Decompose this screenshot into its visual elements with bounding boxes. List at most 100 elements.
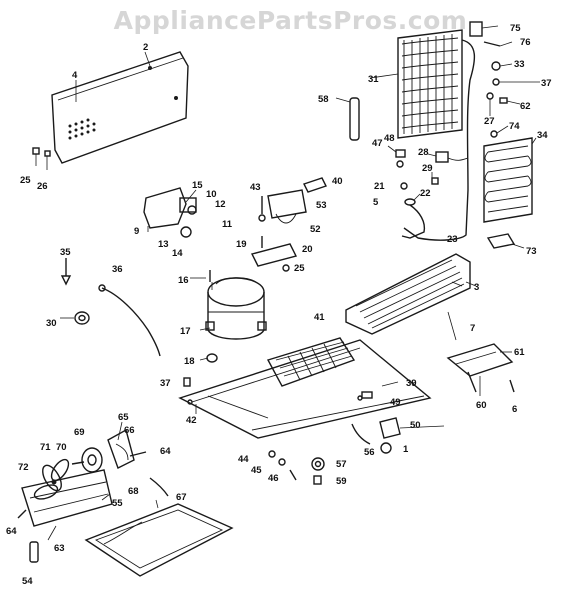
back-cover-panel xyxy=(51,51,189,164)
callout-61: 61 xyxy=(514,347,525,358)
grommet-30 xyxy=(74,311,90,325)
callout-12: 12 xyxy=(215,199,226,210)
callout-37-lower: 37 xyxy=(160,378,171,389)
callout-22: 22 xyxy=(420,188,431,199)
clip-54 xyxy=(29,541,39,563)
clip-27 xyxy=(486,92,494,116)
callout-37-upper: 37 xyxy=(541,78,552,89)
callout-57: 57 xyxy=(336,459,347,470)
bracket-20-25 xyxy=(250,243,298,272)
drain-pan xyxy=(84,503,234,577)
grommet-18 xyxy=(206,353,218,363)
callout-31: 31 xyxy=(368,74,379,85)
part-47-48 xyxy=(387,145,406,168)
callout-1: 1 xyxy=(403,444,409,455)
callout-66: 66 xyxy=(124,425,135,436)
callout-29: 29 xyxy=(422,163,433,174)
callout-36: 36 xyxy=(112,264,123,275)
callout-72: 72 xyxy=(18,462,29,473)
compressor xyxy=(205,277,267,340)
callout-69: 69 xyxy=(74,427,85,438)
callout-35: 35 xyxy=(60,247,71,258)
clip-62 xyxy=(499,97,521,105)
screw-76 xyxy=(483,41,513,47)
callout-56: 56 xyxy=(364,447,375,458)
callout-67: 67 xyxy=(176,492,187,503)
drain-heater-21-22 xyxy=(400,182,426,239)
defrost-heater-coil xyxy=(483,137,533,223)
callout-46: 46 xyxy=(268,473,279,484)
roller-1 xyxy=(380,442,392,454)
part-29 xyxy=(431,172,439,185)
callout-47: 47 xyxy=(372,138,383,149)
callout-10: 10 xyxy=(206,189,217,200)
callout-43: 43 xyxy=(250,182,261,193)
leveling-leg-50 xyxy=(379,417,401,439)
callout-33: 33 xyxy=(514,59,525,70)
part-56 xyxy=(351,423,371,445)
screw-37-lower xyxy=(183,377,191,387)
callout-13: 13 xyxy=(158,239,169,250)
screw-26 xyxy=(44,150,51,170)
callout-74: 74 xyxy=(509,121,520,132)
callout-25-upper: 25 xyxy=(20,175,31,186)
callout-73: 73 xyxy=(526,246,537,257)
grommet-33 xyxy=(491,61,513,71)
callout-63: 63 xyxy=(54,543,65,554)
bracket-40 xyxy=(303,177,327,193)
callout-40: 40 xyxy=(332,176,343,187)
callout-64-lower: 64 xyxy=(6,526,17,537)
callout-30: 30 xyxy=(46,318,57,329)
screw-45 xyxy=(278,458,286,466)
callout-19: 19 xyxy=(236,239,247,250)
screw-44 xyxy=(268,450,276,458)
callout-2: 2 xyxy=(143,42,148,53)
evaporator-coil xyxy=(397,29,476,241)
screw-59 xyxy=(313,475,322,485)
base-frame xyxy=(178,339,432,439)
callout-64-upper: 64 xyxy=(160,446,171,457)
caster-57 xyxy=(311,457,325,471)
screw-46 xyxy=(289,469,297,481)
screw-16 xyxy=(190,270,211,282)
callout-27: 27 xyxy=(484,116,495,127)
callout-15: 15 xyxy=(192,180,203,191)
motor-bracket-65-66 xyxy=(107,428,135,469)
callout-52: 52 xyxy=(310,224,321,235)
callout-41: 41 xyxy=(314,312,325,323)
callout-75: 75 xyxy=(510,23,521,34)
callout-42: 42 xyxy=(186,415,197,426)
callout-6: 6 xyxy=(512,404,517,415)
screw-6 xyxy=(509,379,515,393)
callout-39: 39 xyxy=(406,378,417,389)
callout-71: 71 xyxy=(40,442,51,453)
callout-25-lower: 25 xyxy=(294,263,305,274)
callout-34: 34 xyxy=(537,130,548,141)
condenser-coil xyxy=(266,337,356,387)
toe-grille-bracket xyxy=(446,343,514,393)
part-75-bracket xyxy=(469,21,499,37)
callout-18: 18 xyxy=(184,356,195,367)
callout-49: 49 xyxy=(390,397,401,408)
callout-65: 65 xyxy=(118,412,129,423)
callout-4: 4 xyxy=(72,70,78,81)
callout-labels: 2 4 25 26 75 76 33 37 31 62 27 74 34 58 … xyxy=(6,23,552,587)
evaporator-pan xyxy=(345,253,471,335)
watermark-text: AppliancePartsPros.com xyxy=(113,6,468,35)
screw-25-upper xyxy=(32,147,40,166)
callout-17: 17 xyxy=(180,326,191,337)
drain-tube-58 xyxy=(335,97,360,141)
callout-16: 16 xyxy=(178,275,189,286)
callout-60: 60 xyxy=(476,400,487,411)
bracket-52-53 xyxy=(267,189,307,224)
part-73 xyxy=(486,233,525,249)
callout-11: 11 xyxy=(222,219,233,230)
screw-64-lower xyxy=(17,509,27,519)
clip-37-upper xyxy=(492,78,540,86)
part-49 xyxy=(361,391,373,399)
wire-67 xyxy=(149,477,169,497)
callout-21: 21 xyxy=(374,181,385,192)
callout-44: 44 xyxy=(238,454,249,465)
callout-50: 50 xyxy=(410,420,421,431)
